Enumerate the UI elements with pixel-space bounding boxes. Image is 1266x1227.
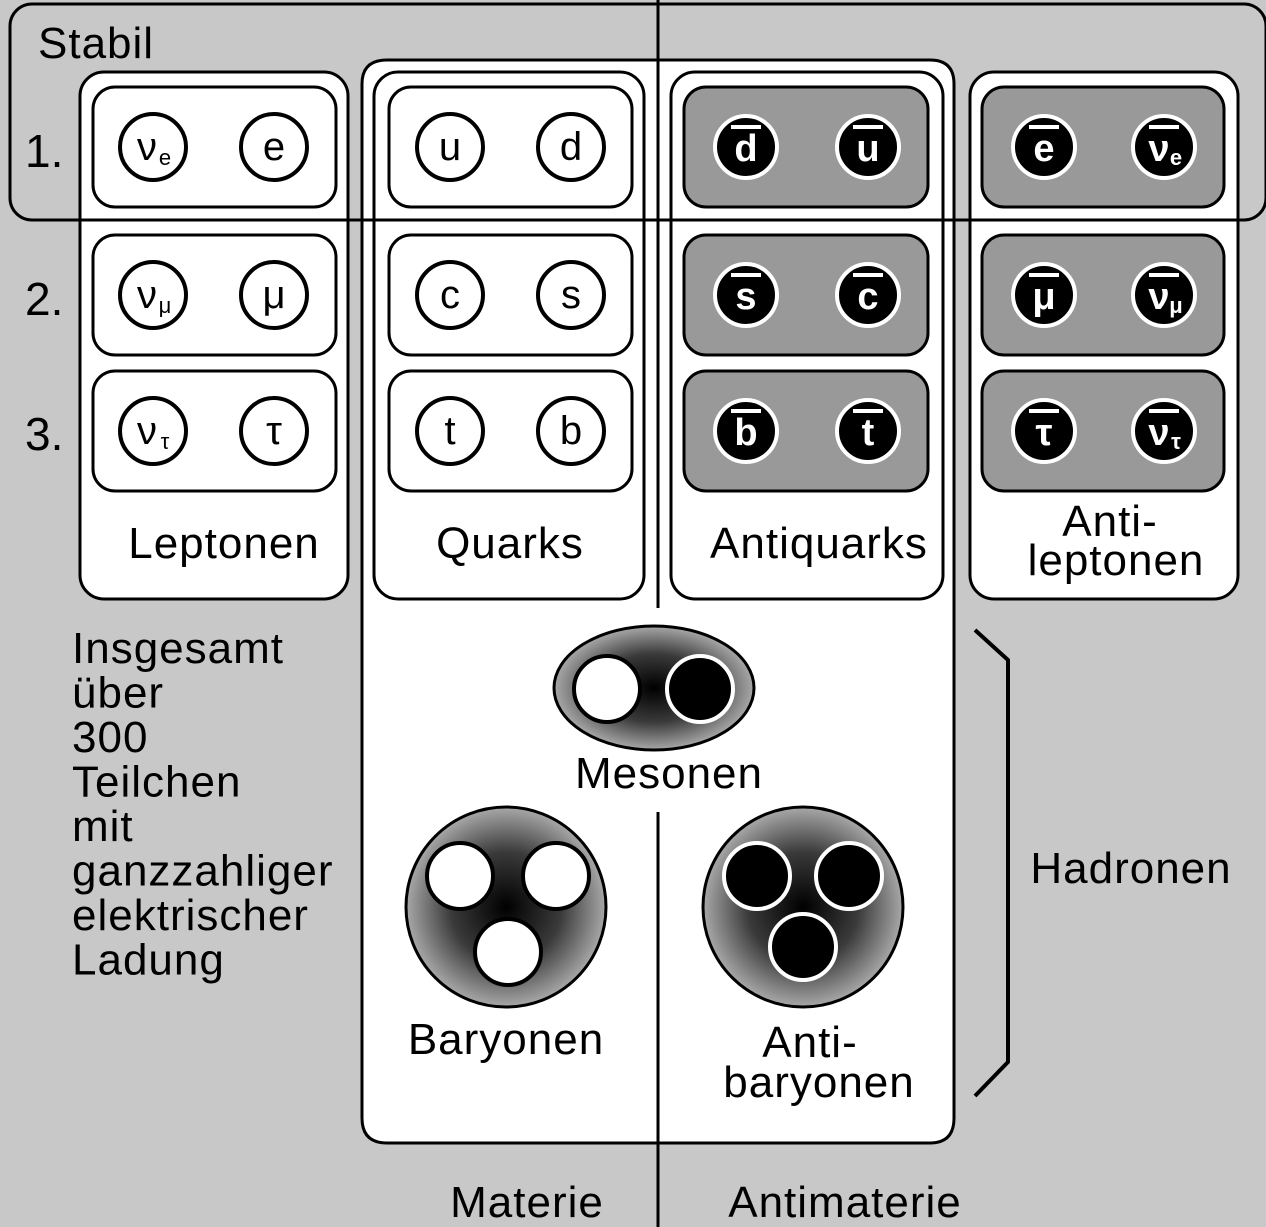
quarks-particle-3-2: b [536, 396, 606, 466]
antiquarks-particle-2-1: s [713, 262, 779, 328]
antiquarks-particle-3-1: b [713, 398, 779, 464]
antiquarks-particle-2-2: c [835, 262, 901, 328]
hadrons-label: Hadronen [1030, 844, 1231, 893]
svg-text:e: e [1033, 128, 1054, 170]
antimatter-label: Antimaterie [728, 1178, 962, 1227]
svg-text:μ: μ [262, 273, 285, 317]
svg-text:s: s [561, 273, 581, 317]
svg-text:ν: ν [137, 273, 157, 317]
svg-text:μ: μ [159, 293, 172, 318]
antibaryons-label-line2: baryonen [723, 1058, 914, 1107]
note-line-6: ganzzahliger [72, 847, 334, 896]
svg-text:τ: τ [161, 429, 170, 454]
antileptons-label-line1: Anti- [1062, 497, 1157, 546]
svg-text:e: e [1170, 145, 1182, 170]
svg-text:t: t [444, 409, 455, 453]
baryon-illustration [404, 805, 608, 1009]
generation-3-label: 3. [25, 408, 63, 460]
baryons-label: Baryonen [408, 1015, 604, 1064]
matter-label: Materie [450, 1178, 604, 1227]
svg-text:t: t [862, 412, 875, 454]
antiquarks-particle-1-2: u [835, 114, 901, 180]
svg-text:c: c [857, 276, 878, 318]
generation-1-label: 1. [25, 125, 63, 177]
svg-text:ν: ν [1148, 128, 1169, 170]
mesons-label: Mesonen [575, 749, 763, 798]
stable-label: Stabil [38, 19, 154, 68]
meson-illustration [552, 624, 756, 752]
svg-text:ν: ν [137, 125, 157, 169]
svg-text:u: u [439, 125, 461, 169]
note-text: Insgesamtüber300Teilchenmitganzzahligere… [72, 624, 334, 985]
antileptons-particle-1-1: e [1011, 114, 1077, 180]
quarks-particle-2-2: s [536, 260, 606, 330]
leptons-particle-3-2: τ [239, 396, 309, 466]
svg-text:s: s [735, 276, 756, 318]
antibaryon-illustration [701, 805, 905, 1009]
svg-text:τ: τ [1171, 429, 1181, 454]
antileptons-label-line2: leptonen [1028, 536, 1205, 585]
antileptons-particle-3-1: τ [1011, 398, 1077, 464]
hadrons-brace [973, 628, 1010, 1098]
svg-text:ν: ν [1148, 412, 1169, 454]
antiquarks-label: Antiquarks [710, 519, 928, 568]
stable-frame [8, 2, 1266, 222]
antiquarks-particle-1-1: d [713, 114, 779, 180]
leptons-particle-2-2: μ [239, 260, 309, 330]
leptons-label: Leptonen [128, 519, 320, 568]
svg-text:b: b [734, 412, 757, 454]
note-line-1: Insgesamt [72, 624, 284, 673]
quarks-particle-1-2: d [536, 112, 606, 182]
svg-text:d: d [560, 125, 582, 169]
note-line-8: Ladung [72, 936, 225, 985]
note-line-5: mit [72, 802, 134, 851]
leptons-particle-1-2: e [239, 112, 309, 182]
quarks-particle-1-1: u [415, 112, 485, 182]
svg-text:e: e [159, 145, 171, 170]
svg-text:τ: τ [266, 409, 282, 453]
svg-text:b: b [560, 409, 582, 453]
svg-text:c: c [440, 273, 460, 317]
antileptons-particle-2-1: μ [1011, 262, 1077, 328]
antibaryons-label-line1: Anti- [762, 1018, 857, 1067]
svg-text:u: u [856, 128, 879, 170]
svg-text:d: d [734, 128, 757, 170]
svg-text:e: e [263, 125, 285, 169]
svg-text:μ: μ [1169, 293, 1182, 318]
note-line-4: Teilchen [72, 758, 241, 807]
note-line-3: 300 [72, 713, 148, 762]
quarks-particle-2-1: c [415, 260, 485, 330]
quarks-label: Quarks [436, 519, 584, 568]
note-line-7: elektrischer [72, 891, 309, 940]
svg-text:ν: ν [1148, 276, 1169, 318]
note-line-2: über [72, 669, 164, 718]
svg-text:ν: ν [137, 409, 157, 453]
generation-2-label: 2. [25, 273, 63, 325]
quarks-particle-3-1: t [415, 396, 485, 466]
svg-text:μ: μ [1032, 276, 1055, 318]
svg-text:τ: τ [1036, 412, 1053, 454]
antiquarks-particle-3-2: t [835, 398, 901, 464]
